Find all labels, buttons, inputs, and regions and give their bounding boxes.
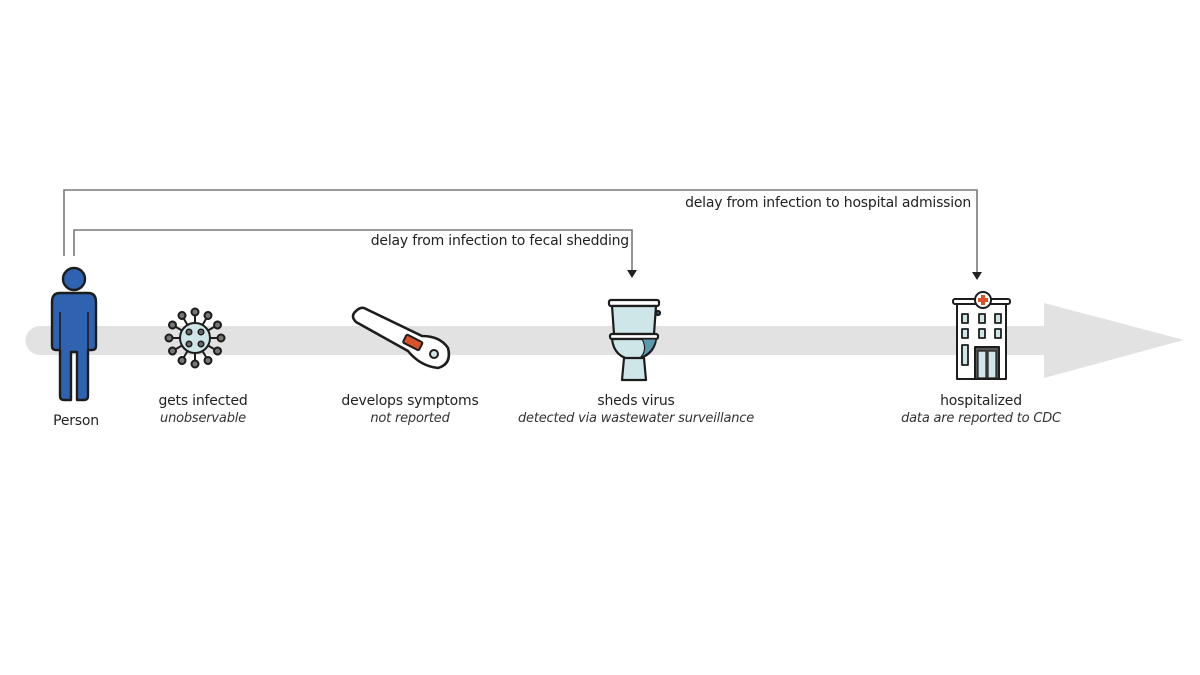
stage-title: hospitalized [940, 393, 1022, 409]
arrowhead-shedding-icon [627, 270, 637, 278]
stage-title: gets infected [158, 393, 248, 409]
stage-title: Person [53, 413, 99, 429]
arrowhead-hospital-icon [972, 272, 982, 280]
virus-icon [164, 307, 226, 369]
stage-subtitle: not reported [370, 411, 450, 426]
stage-title: develops symptoms [341, 393, 479, 409]
delay-bracket-shedding [73, 229, 633, 270]
stage-subtitle: detected via wastewater surveillance [517, 411, 755, 426]
toilet-icon [607, 298, 662, 382]
delay-label-shedding: delay from infection to fecal shedding [370, 233, 629, 249]
stage-infected: gets infected unobservable [158, 393, 247, 426]
stage-hospitalized: hospitalized data are reported to CDC [901, 393, 1061, 426]
stage-title: sheds virus [597, 393, 675, 409]
person-icon [50, 266, 98, 402]
stage-sheds-virus: sheds virus detected via wastewater surv… [518, 393, 754, 426]
stage-person: Person [53, 413, 99, 429]
thermometer-icon [351, 306, 451, 370]
stage-subtitle: data are reported to CDC [901, 411, 1061, 426]
stage-subtitle: unobservable [160, 411, 246, 426]
stage-symptoms: develops symptoms not reported [341, 393, 478, 426]
delay-bracket-hospital [63, 189, 978, 272]
timeline-arrow [25, 303, 1184, 378]
delay-label-hospital: delay from infection to hospital admissi… [685, 195, 971, 211]
hospital-icon [952, 291, 1011, 380]
